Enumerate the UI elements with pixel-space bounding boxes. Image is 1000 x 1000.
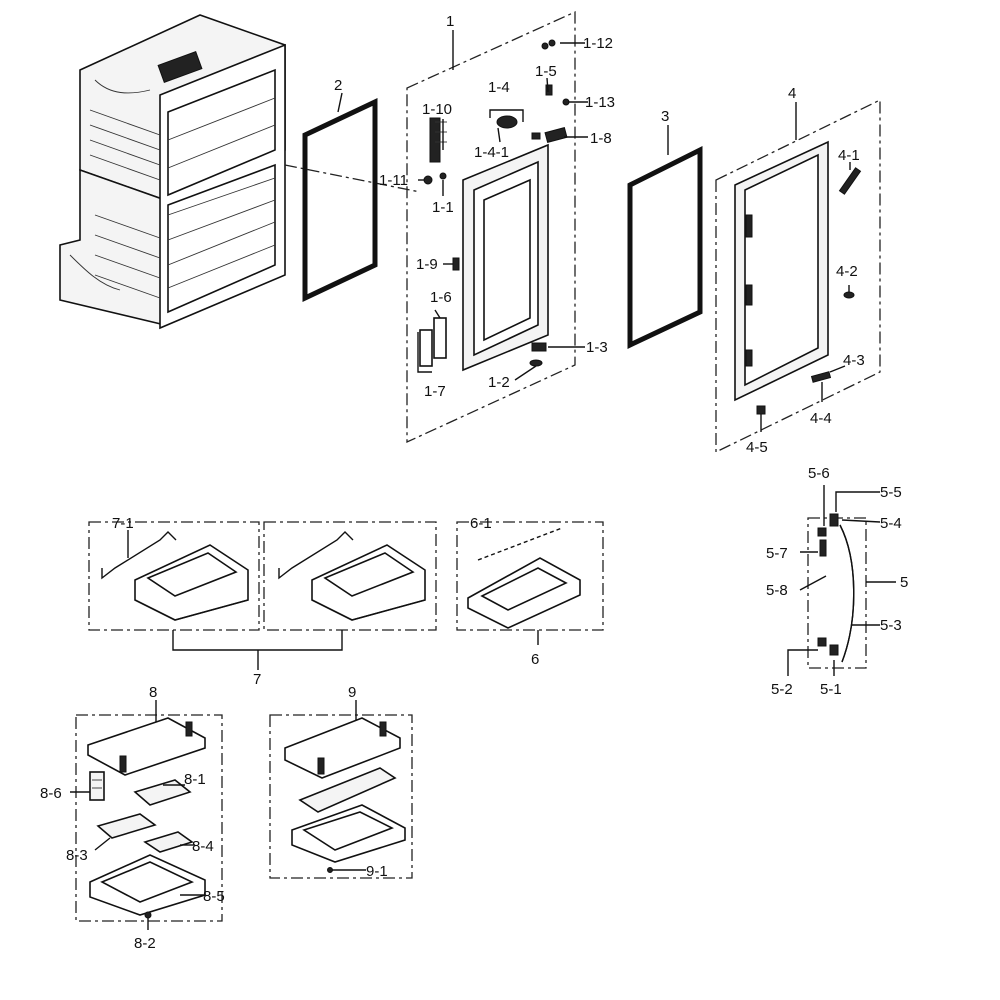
label-1-7: 1-7 bbox=[424, 383, 446, 400]
label-1-4-1: 1-4-1 bbox=[474, 144, 509, 161]
label-8-3: 8-3 bbox=[66, 847, 88, 864]
label-1-10: 1-10 bbox=[422, 101, 452, 118]
label-1-13: 1-13 bbox=[585, 94, 615, 111]
label-6-1: 6-1 bbox=[470, 515, 492, 532]
label-1-4: 1-4 bbox=[488, 79, 510, 96]
label-5: 5 bbox=[900, 574, 908, 591]
label-8: 8 bbox=[149, 684, 157, 701]
label-4-2: 4-2 bbox=[836, 263, 858, 280]
label-8-2: 8-2 bbox=[134, 935, 156, 952]
label-5-1: 5-1 bbox=[820, 681, 842, 698]
label-9: 9 bbox=[348, 684, 356, 701]
door-gasket-2 bbox=[302, 92, 378, 302]
label-1-8: 1-8 bbox=[590, 130, 612, 147]
refrigerator-cabinet bbox=[59, 14, 286, 330]
label-4-3: 4-3 bbox=[843, 352, 865, 369]
label-1-2: 1-2 bbox=[488, 374, 510, 391]
label-2: 2 bbox=[334, 77, 342, 94]
label-4-4: 4-4 bbox=[810, 410, 832, 427]
label-7: 7 bbox=[253, 671, 261, 688]
label-9-1: 9-1 bbox=[366, 863, 388, 880]
label-7-1: 7-1 bbox=[112, 515, 134, 532]
door-4 bbox=[715, 98, 881, 454]
drawer-assembly-9 bbox=[269, 700, 413, 879]
label-5-5: 5-5 bbox=[880, 484, 902, 501]
label-8-6: 8-6 bbox=[40, 785, 62, 802]
label-5-4: 5-4 bbox=[880, 515, 902, 532]
drawer-assembly-8 bbox=[70, 700, 223, 930]
label-1-6: 1-6 bbox=[430, 289, 452, 306]
label-4-1: 4-1 bbox=[838, 147, 860, 164]
label-6: 6 bbox=[531, 651, 539, 668]
label-5-6: 5-6 bbox=[808, 465, 830, 482]
label-8-5: 8-5 bbox=[203, 888, 225, 905]
basket-group-7 bbox=[88, 521, 437, 670]
label-8-1: 8-1 bbox=[184, 771, 206, 788]
door-gasket-3 bbox=[627, 125, 703, 349]
label-1-3: 1-3 bbox=[586, 339, 608, 356]
label-5-8: 5-8 bbox=[766, 582, 788, 599]
label-1-5: 1-5 bbox=[535, 63, 557, 80]
label-3: 3 bbox=[661, 108, 669, 125]
label-4-5: 4-5 bbox=[746, 439, 768, 456]
label-5-2: 5-2 bbox=[771, 681, 793, 698]
label-1-12: 1-12 bbox=[583, 35, 613, 52]
door-assembly-1 bbox=[406, 10, 588, 444]
handle-assembly-5 bbox=[787, 485, 896, 676]
label-4: 4 bbox=[788, 85, 796, 102]
label-8-4: 8-4 bbox=[192, 838, 214, 855]
tray-assembly-6 bbox=[456, 521, 604, 645]
label-5-3: 5-3 bbox=[880, 617, 902, 634]
label-1-1: 1-1 bbox=[432, 199, 454, 216]
label-5-7: 5-7 bbox=[766, 545, 788, 562]
label-1: 1 bbox=[446, 13, 454, 30]
label-1-9: 1-9 bbox=[416, 256, 438, 273]
label-1-11: 1-11 bbox=[379, 172, 408, 189]
